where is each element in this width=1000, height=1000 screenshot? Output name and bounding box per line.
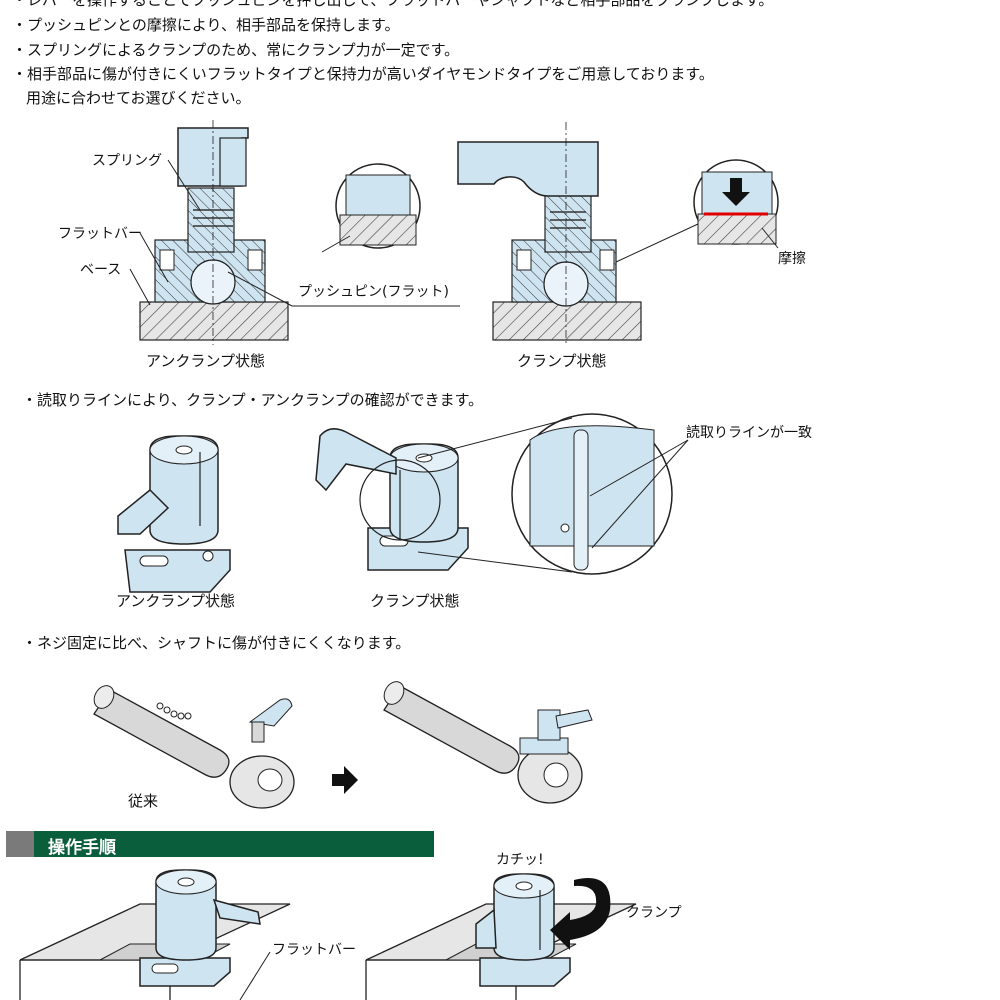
label-click: カチッ! — [496, 852, 544, 868]
bullet-friction: ・プッシュピンとの摩擦により、相手部品を保持します。 — [12, 16, 400, 34]
bullet-choose: 用途に合わせてお選びください。 — [26, 89, 251, 107]
bullet-spring: ・スプリングによるクランプのため、常にクランプ力が一定です。 — [12, 41, 460, 59]
label-spring: スプリング — [92, 153, 162, 169]
label-conventional: 従来 — [128, 792, 159, 810]
label-friction: 摩擦 — [778, 251, 806, 267]
caption-clamp-1: クランプ状態 — [517, 352, 607, 370]
label-clamp-action: クランプ — [626, 905, 682, 921]
caption-unclamp-1: アンクランプ状態 — [146, 352, 265, 370]
operation-header-title: 操作手順 — [48, 838, 116, 858]
unclamp-section-drawing — [139, 120, 289, 345]
bullet-shaft-damage: ・ネジ固定に比べ、シャフトに傷が付きにくくなります。 — [22, 634, 411, 652]
header-marker — [6, 831, 34, 857]
label-flatbar: フラットバー — [58, 226, 142, 242]
label-base: ベース — [80, 262, 122, 278]
caption-unclamp-2: アンクランプ状態 — [116, 592, 235, 610]
operation-section-header: 操作手順 — [6, 831, 434, 858]
label-reading-line-match: 読取りラインが一致 — [686, 425, 812, 441]
down-arrow-icon — [722, 178, 750, 206]
caption-clamp-2: クランプ状態 — [370, 592, 460, 610]
bullet-lever-operation: ・レバーを操作することでプッシュピンを押し出して、フラットバーやシャフトなど相手… — [12, 0, 774, 9]
label-operation-flatbar: フラットバー — [272, 942, 356, 958]
bullet-reading-line: ・読取りラインにより、クランプ・アンクランプの確認ができます。 — [22, 391, 484, 409]
clamp-section-drawing — [457, 122, 642, 345]
bullet-types: ・相手部品に傷が付きにくいフラットタイプと保持力が高いダイヤモンドタイプをご用意… — [12, 65, 714, 83]
label-pushpin: プッシュピン(フラット) — [298, 284, 449, 300]
